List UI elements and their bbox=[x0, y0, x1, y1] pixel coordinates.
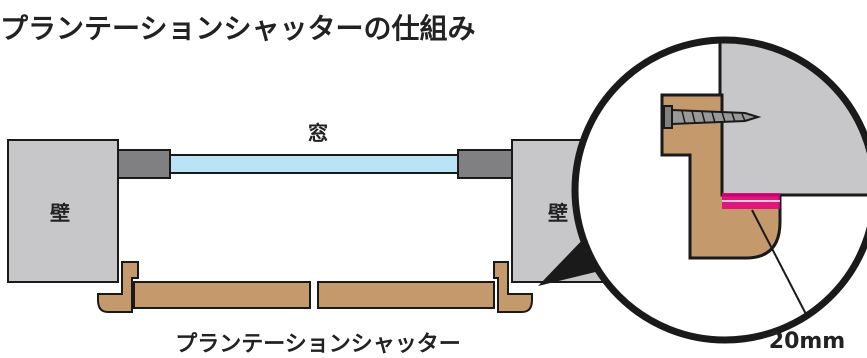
gap-label: 20mm bbox=[769, 329, 845, 354]
zoom-wall bbox=[718, 40, 867, 197]
gap-leader-line bbox=[751, 209, 809, 319]
shutter-frame-left bbox=[97, 261, 139, 313]
shutter-label: プランテーションシャッター bbox=[175, 332, 461, 357]
diagram-title: プランテーションシャッターの仕組み bbox=[0, 12, 475, 45]
shutter-frame-right bbox=[493, 261, 533, 313]
window-frame-right bbox=[457, 149, 513, 179]
shutter-panel-left bbox=[133, 281, 311, 309]
wall-right-label: 壁 bbox=[548, 201, 568, 225]
screw-icon bbox=[663, 105, 762, 129]
window-frame-left bbox=[117, 149, 171, 179]
zoom-circle-border bbox=[571, 36, 867, 344]
wall-left-label: 壁 bbox=[50, 201, 70, 225]
wall-left bbox=[7, 139, 119, 283]
window-glass bbox=[169, 154, 459, 174]
shutter-panel-right bbox=[317, 281, 495, 309]
zoom-detail bbox=[575, 40, 867, 340]
window-label: 窓 bbox=[308, 121, 328, 145]
